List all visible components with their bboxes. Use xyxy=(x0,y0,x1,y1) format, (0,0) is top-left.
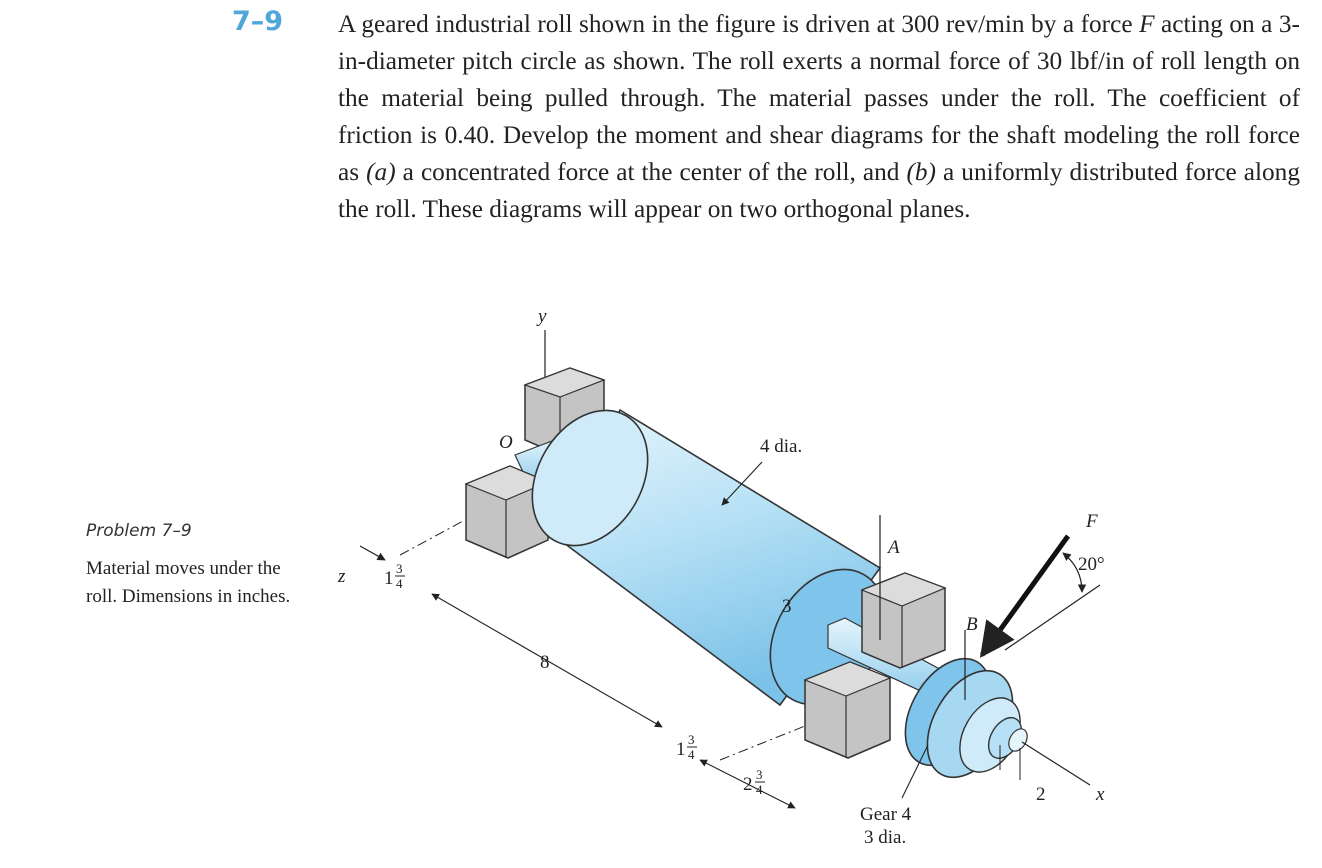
right-lower-bearing-block xyxy=(803,661,892,759)
case-b-label: (b) xyxy=(906,158,936,186)
gear-4 xyxy=(904,657,1028,779)
statement-part-3: a concentrated force at the center of th… xyxy=(395,158,907,186)
dimension-8-line xyxy=(431,593,663,728)
label-1-3-4-left-whole: 1 xyxy=(384,568,394,589)
label-z: z xyxy=(337,566,346,587)
label-2-3-4-whole: 2 xyxy=(743,774,753,795)
label-angle: 20° xyxy=(1078,554,1105,575)
label-gear-dia: 3 dia. xyxy=(864,827,906,848)
label-1-3-4-left-num: 3 xyxy=(396,561,403,576)
roll-dia-leader xyxy=(721,461,763,506)
label-1-3-4-right-whole: 1 xyxy=(676,739,686,760)
label-a: A xyxy=(886,537,900,558)
problem-number: 7–9 xyxy=(232,6,284,37)
label-roll-dia: 4 dia. xyxy=(760,436,802,457)
statement-part-2: acting on a 3-in-diameter pitch circle a… xyxy=(338,10,1300,186)
z-axis xyxy=(359,545,386,561)
angle-arc xyxy=(1062,552,1087,593)
x-axis xyxy=(1021,741,1091,786)
label-gear-name: Gear 4 xyxy=(860,804,912,825)
label-x: x xyxy=(1095,784,1105,805)
roll-cylinder xyxy=(531,408,887,707)
force-symbol: F xyxy=(1139,10,1155,38)
problem-statement: A geared industrial roll shown in the fi… xyxy=(338,6,1300,228)
label-3: 3 xyxy=(782,596,792,617)
statement-part-1: A geared industrial roll shown in the fi… xyxy=(338,10,1140,38)
label-8: 8 xyxy=(540,652,550,673)
label-1-3-4-left-den: 4 xyxy=(396,576,403,591)
label-origin: O xyxy=(499,432,513,453)
gear-leader xyxy=(901,744,929,799)
label-2: 2 xyxy=(1036,784,1046,805)
caption-title: Problem 7–9 xyxy=(86,521,192,541)
case-a-label: (a) xyxy=(366,158,396,186)
dimension-2-3-4-line xyxy=(699,759,796,809)
left-lower-bearing-block xyxy=(464,465,550,559)
label-1-3-4-right-num: 3 xyxy=(688,732,695,747)
force-f-arrow xyxy=(979,534,1071,658)
label-y: y xyxy=(536,306,547,327)
right-upper-bearing-block xyxy=(860,572,947,669)
label-2-3-4-num: 3 xyxy=(756,767,763,782)
label-b: B xyxy=(966,614,978,635)
label-f: F xyxy=(1085,511,1098,532)
label-2-3-4-den: 4 xyxy=(756,782,763,797)
caption-body: Material moves under the roll. Dimension… xyxy=(86,558,291,607)
statement-part-4: a uniformly distributed force along the … xyxy=(338,158,1300,223)
label-1-3-4-right-den: 4 xyxy=(688,747,695,762)
angle-ref-line xyxy=(1004,584,1101,651)
